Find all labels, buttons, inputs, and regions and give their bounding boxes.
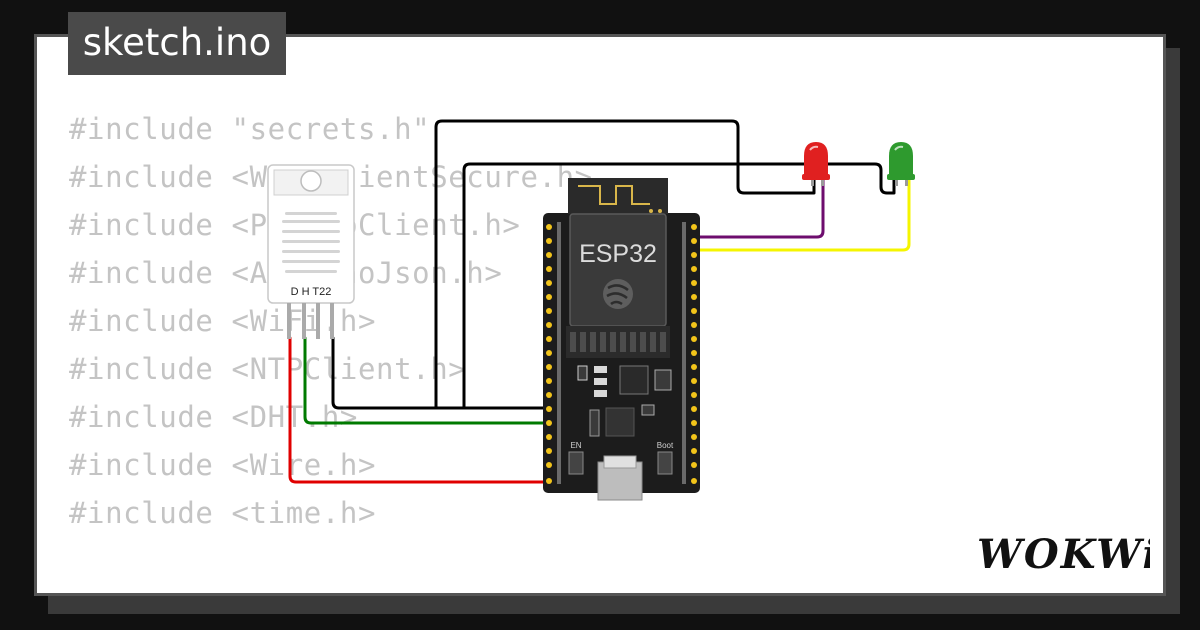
- code-line: #include "secrets.h": [69, 112, 431, 146]
- wokwi-logo: WOKWi: [975, 530, 1158, 578]
- green-led[interactable]: [887, 142, 915, 186]
- right-pin-header: [691, 224, 697, 484]
- en-button-label: EN: [570, 441, 581, 450]
- code-line: #include <WiFi.h>: [69, 304, 377, 338]
- en-button[interactable]: [568, 451, 584, 475]
- wire-dht-gnd: [331, 336, 550, 410]
- red-led[interactable]: [802, 142, 830, 186]
- code-line: #include <Wire.h>: [69, 448, 377, 482]
- dht-vent-grid: [282, 212, 340, 273]
- code-line: #include <NTPClient.h>: [69, 352, 467, 386]
- file-title-tab[interactable]: sketch.ino: [68, 12, 286, 75]
- wire-dht-vcc: [288, 336, 550, 484]
- dht22-sensor[interactable]: D H T22: [267, 164, 355, 339]
- wires: [288, 119, 911, 484]
- left-pin-header: [546, 224, 552, 484]
- wire-green-led-signal: [691, 176, 911, 252]
- code-line: #include <time.h>: [69, 496, 377, 530]
- boot-button-label: Boot: [657, 441, 674, 450]
- wire-gnd-green-led: [462, 162, 896, 410]
- wire-gnd-red-led: [434, 119, 816, 410]
- wokwi-logo-text: WOKWi: [977, 531, 1150, 575]
- code-line: #include <DHT.h>: [69, 400, 358, 434]
- esp32-board[interactable]: ESP32 EN Boot: [543, 178, 700, 501]
- code-line: #define DHTPIN 13: [69, 585, 593, 593]
- wire-dht-data: [303, 336, 550, 425]
- wire-red-led-signal: [691, 176, 825, 239]
- boot-button[interactable]: [657, 451, 673, 475]
- esp32-label: ESP32: [579, 240, 657, 268]
- wokwi-logo-icon: WOKWi: [977, 531, 1158, 578]
- dht-label: D H T22: [291, 286, 332, 298]
